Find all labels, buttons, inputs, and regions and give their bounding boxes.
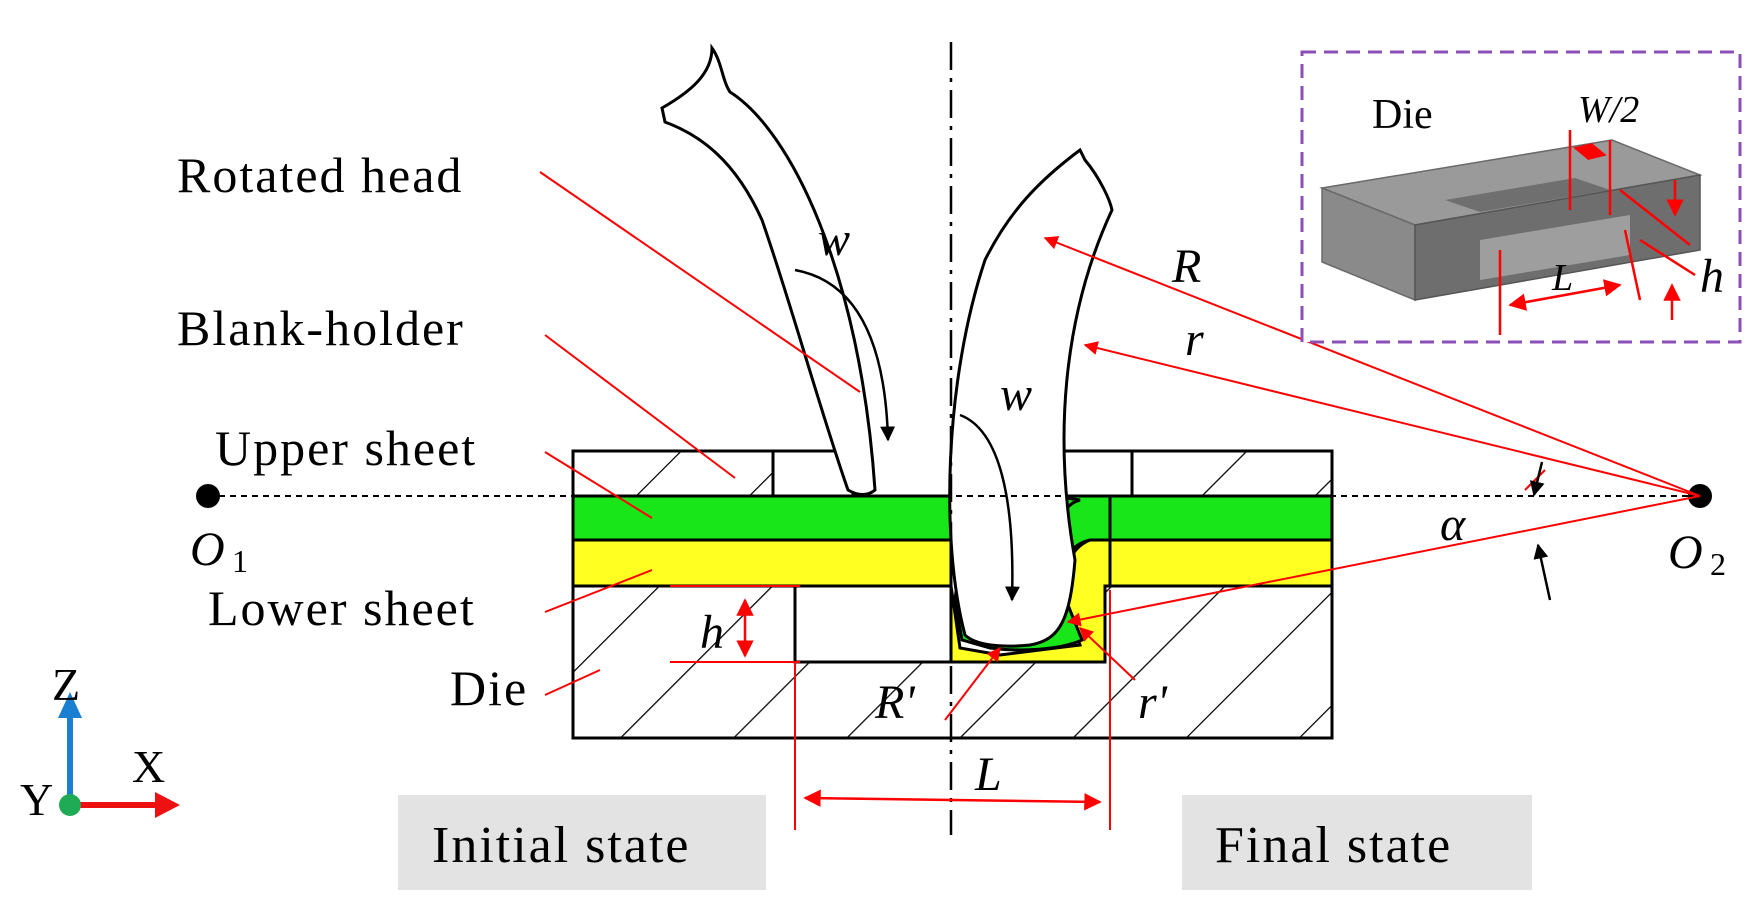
rotated-head-initial xyxy=(660,43,877,496)
axis-y-label: Y xyxy=(20,774,53,825)
x-axis-arrowhead xyxy=(155,792,180,818)
z-axis-arrowhead xyxy=(58,692,82,718)
symbol-r: r xyxy=(1185,313,1204,366)
label-rotated-head: Rotated head xyxy=(177,147,463,203)
alpha-arrow-bottom xyxy=(1533,543,1552,601)
axis-z-label: Z xyxy=(52,659,80,710)
axis-x-label: X xyxy=(132,741,165,792)
rotation-arrow-initial xyxy=(794,268,896,442)
inset-symbol-w-half: W/2 xyxy=(1578,89,1639,131)
symbol-o1: O xyxy=(190,523,225,576)
symbol-o2: O xyxy=(1668,526,1703,579)
symbol-alpha: α xyxy=(1440,498,1466,551)
symbol-R: R xyxy=(1171,240,1201,293)
inset-dimension-lines xyxy=(1498,130,1696,335)
label-upper-sheet: Upper sheet xyxy=(215,420,477,476)
rotated-head-final xyxy=(948,147,1114,648)
label-o1: O 1 xyxy=(190,523,248,579)
radius-lines xyxy=(944,236,1701,721)
subscript-1: 1 xyxy=(232,543,248,579)
inset-die-view: Die W/2 L h xyxy=(1300,50,1742,344)
coordinate-axes: Z X Y xyxy=(20,659,180,825)
final-state-box xyxy=(1182,795,1532,890)
label-o2: O 2 xyxy=(1668,526,1726,582)
symbol-w-initial: w xyxy=(818,213,850,266)
symbol-w-final: w xyxy=(1000,368,1032,421)
subscript-2: 2 xyxy=(1710,546,1726,582)
rotation-arrow-final xyxy=(959,413,1020,602)
label-lower-sheet: Lower sheet xyxy=(208,580,476,636)
inset-symbol-L: L xyxy=(1551,257,1573,299)
symbol-h: h xyxy=(700,606,724,659)
initial-state-box xyxy=(398,795,766,890)
initial-state-label: Initial state xyxy=(432,817,690,874)
lower-sheet-right xyxy=(1108,538,1334,588)
y-axis-dot xyxy=(59,794,81,816)
label-die: Die xyxy=(450,660,528,716)
symbol-r-prime: r' xyxy=(1138,676,1168,729)
point-o1 xyxy=(196,484,220,508)
blank-holder-left xyxy=(571,449,775,498)
leader-lines xyxy=(539,171,861,696)
symbol-L: L xyxy=(974,748,1002,801)
inset-symbol-h: h xyxy=(1700,250,1724,303)
inset-die-label: Die xyxy=(1372,92,1433,138)
blank-holder-right xyxy=(1130,449,1334,498)
alpha-arrow-top xyxy=(1529,461,1545,497)
inset-die-step xyxy=(1480,215,1630,280)
upper-sheet-left xyxy=(571,494,953,542)
label-blank-holder: Blank-holder xyxy=(177,300,465,356)
symbol-R-prime: R' xyxy=(874,676,915,729)
l-dim-arrow xyxy=(803,789,1102,811)
final-state-label: Final state xyxy=(1215,817,1452,874)
